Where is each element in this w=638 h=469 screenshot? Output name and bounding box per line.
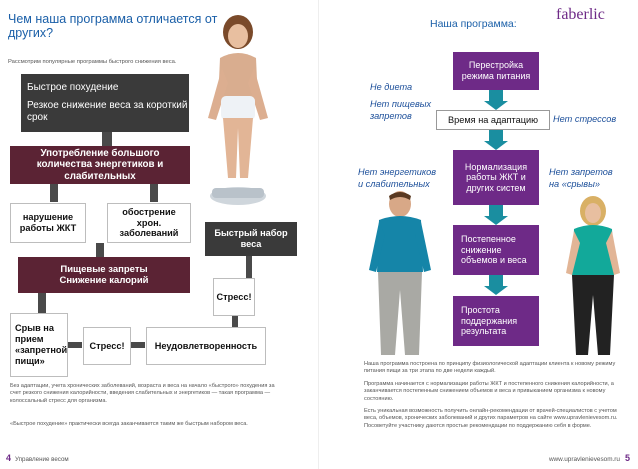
fast-gain-box: Быстрый набор веса xyxy=(205,222,297,256)
left-subheading: Рассмотрим популярные программы быстрого… xyxy=(8,59,177,65)
step-arrow-3 xyxy=(484,205,508,225)
arrow-right-1 xyxy=(68,342,82,348)
step-arrow-1 xyxy=(484,90,508,110)
woman-on-scale-photo xyxy=(208,15,268,205)
right-paragraph-1: Наша программа построена по принципу физ… xyxy=(364,361,616,375)
step-5-box: Простота поддержания результата xyxy=(453,296,539,346)
step-1-box: Перестройка режима питания xyxy=(453,52,539,90)
right-paragraph-3: Есть уникальная возможность получить онл… xyxy=(364,408,618,429)
stress-right-box: Стресс! xyxy=(213,278,255,316)
step-2-box: Время на адаптацию xyxy=(436,110,550,130)
stress-mid-box: Стресс! xyxy=(83,327,131,365)
note-no-food-bans: Нет пищевых запретов xyxy=(370,99,432,121)
right-paragraph-2: Программа начинается с нормализации рабо… xyxy=(364,381,614,402)
left-paragraph-2: «Быстрое похудение» практически всегда з… xyxy=(10,421,248,427)
left-heading: Чем наша программа отличается от других? xyxy=(8,12,218,40)
step-arrow-2 xyxy=(484,130,508,150)
arrow-down-4 xyxy=(96,243,104,257)
footer-url[interactable]: www.upravlenievesom.ru xyxy=(548,456,620,463)
left-footer-title: Управление весом xyxy=(15,456,69,463)
energetics-box: Употребление большого количества энергет… xyxy=(10,146,190,184)
fast-loss-line1: Быстрое похудение xyxy=(27,82,119,94)
step-4-box: Постепенное снижение объемов и веса xyxy=(453,225,539,275)
breakdown-box: Срыв на прием «запретной пищи» xyxy=(10,313,68,377)
fast-loss-line2: Резкое снижение веса за короткий срок xyxy=(27,100,188,123)
step-3-box: Нормализация работы ЖКТ и других систем xyxy=(453,150,539,205)
note-no-stress: Нет стрессов xyxy=(553,114,617,124)
right-page-number: 5 xyxy=(624,453,630,463)
fast-loss-box: Быстрое похудение Резкое снижение веса з… xyxy=(21,74,189,132)
arrow-down-2 xyxy=(50,184,58,202)
step-arrow-4 xyxy=(484,275,508,295)
arrow-down-1 xyxy=(102,132,112,146)
brand-logo: faberlic xyxy=(556,6,605,23)
woman-photo xyxy=(566,196,620,355)
man-photo xyxy=(369,191,431,355)
arrow-up-2 xyxy=(232,316,238,327)
arrow-down-5 xyxy=(38,293,46,313)
page-divider xyxy=(318,0,319,469)
right-footer: www.upravlenievesom.ru 5 xyxy=(549,453,630,463)
left-paragraph-1: Без адаптации, учета хронических заболев… xyxy=(10,383,275,404)
right-heading: Наша программа: xyxy=(430,18,517,30)
violation-box: нарушение работы ЖКТ xyxy=(10,203,86,243)
exacerbation-box: обострение хрон. заболеваний xyxy=(107,203,191,243)
left-page-number: 4 xyxy=(6,453,12,463)
arrow-down-3 xyxy=(150,184,158,202)
arrow-right-2 xyxy=(131,342,145,348)
left-footer: 4 Управление весом xyxy=(6,453,69,463)
arrow-up-right xyxy=(246,256,252,278)
note-no-diet: Не диета xyxy=(370,82,413,92)
note-no-breakdowns: Нет запретов на «срывы» xyxy=(549,167,613,189)
note-no-energetics: Нет энергетиков и слабительных xyxy=(358,167,437,189)
dissatisfaction-box: Неудовлетворенность xyxy=(146,327,266,365)
food-bans-box: Пищевые запреты Снижение калорий xyxy=(18,257,190,293)
